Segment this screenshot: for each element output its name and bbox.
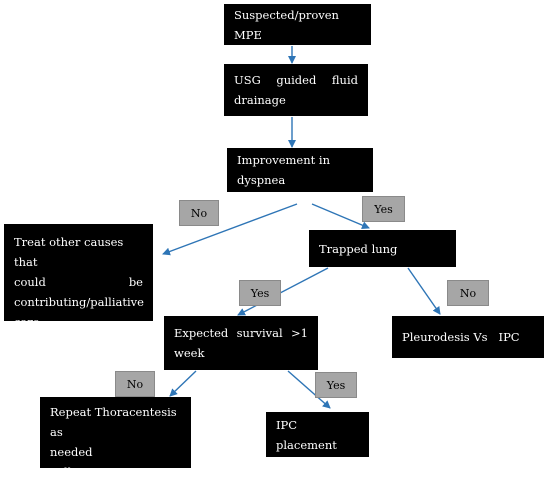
repeat-line-2: needed — [50, 445, 93, 459]
node-usg-line-2: drainage — [234, 93, 286, 107]
label-no-survival: No — [115, 371, 155, 397]
node-repeat-thoracentesis: Repeat Thoracentesis as needed Palliativ… — [40, 397, 191, 479]
node-suspected-mpe: Suspected/proven MPE — [224, 4, 371, 45]
node-trapped-lung: Trapped lung — [309, 230, 456, 267]
treat-other-line-2: could be — [14, 275, 143, 289]
label-yes-survival-text: Yes — [326, 378, 346, 392]
node-usg-line-1: USG guided fluid — [234, 73, 358, 87]
node-improvement-dyspnea: Improvement in dyspnea — [227, 148, 373, 192]
treat-other-line-3: contributing/palliative — [14, 295, 144, 309]
label-no-survival-text: No — [126, 377, 144, 391]
treat-other-line-4: care — [14, 315, 40, 329]
node-ipc-placement-text: IPC placement — [276, 417, 337, 452]
node-expected-survival: Expected survival >1 week — [164, 316, 318, 370]
label-no-dyspnea-text: No — [190, 206, 208, 220]
label-no-trapped-text: No — [459, 286, 477, 300]
node-trapped-lung-text: Trapped lung — [319, 241, 398, 256]
label-yes-trapped-text: Yes — [250, 286, 270, 300]
arrow-trapped-to-survival — [237, 267, 329, 316]
label-yes-dyspnea: Yes — [362, 196, 405, 222]
arrow-survival-to-repeat — [169, 370, 197, 397]
survival-line-2: week — [174, 346, 205, 360]
arrow-trapped-to-pleurodesis — [407, 267, 441, 315]
flow-arrows — [162, 46, 441, 409]
node-pleurodesis-vs-ipc: Pleurodesis Vs IPC — [392, 316, 544, 358]
node-improvement-dyspnea-text: Improvement in dyspnea — [237, 153, 331, 187]
label-yes-trapped: Yes — [239, 280, 281, 306]
survival-line-1: Expected survival >1 — [174, 326, 308, 340]
treat-other-line-1: Treat other causes that — [14, 235, 124, 269]
label-yes-dyspnea-text: Yes — [374, 202, 393, 216]
node-pleurodesis-text: Pleurodesis Vs IPC — [402, 330, 520, 344]
arrow-survival-to-ipc — [287, 370, 331, 409]
repeat-line-3: Palliative care — [50, 465, 133, 479]
label-no-trapped: No — [447, 280, 489, 306]
arrow-dyspnea-to-trapped — [311, 203, 370, 229]
repeat-line-1: Repeat Thoracentesis as — [50, 405, 177, 439]
arrow-dyspnea-to-treat-other — [162, 203, 298, 256]
node-usg-guided-drainage: USG guided fluid drainage — [224, 64, 368, 116]
label-no-dyspnea: No — [179, 200, 219, 226]
node-suspected-mpe-text: Suspected/proven MPE — [234, 7, 339, 42]
label-yes-survival: Yes — [315, 372, 357, 398]
node-treat-other-causes: Treat other causes that could be contrib… — [4, 224, 153, 329]
node-ipc-placement: IPC placement — [266, 412, 369, 457]
